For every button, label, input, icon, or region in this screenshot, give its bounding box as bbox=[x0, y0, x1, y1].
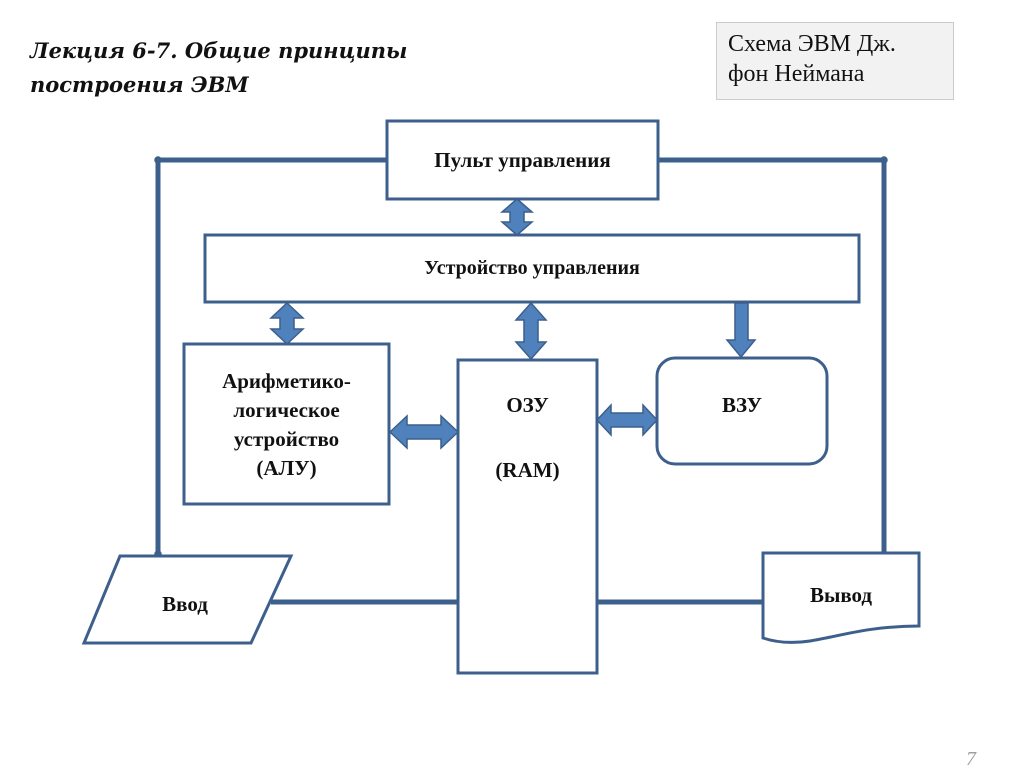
double-arrow-icon bbox=[499, 198, 535, 236]
junction-dot bbox=[154, 156, 162, 164]
external-storage-box bbox=[655, 356, 829, 466]
slide-title-line-2: построения ЭВМ bbox=[30, 72, 249, 97]
slide-title: Лекция 6-7. Общие принципы построения ЭВ… bbox=[30, 34, 450, 102]
control-unit-box bbox=[203, 233, 861, 304]
double-arrow-icon bbox=[595, 403, 659, 437]
control-panel-label: Пульт управления bbox=[434, 147, 611, 172]
output-document-shape bbox=[761, 551, 921, 644]
control-unit-label: Устройство управления bbox=[424, 257, 640, 279]
input-label: Ввод bbox=[162, 591, 208, 616]
caption-line-1: Схема ЭВМ Дж. bbox=[728, 31, 896, 57]
alu-label-line-2: логическое bbox=[233, 398, 340, 422]
down-arrow-icon bbox=[725, 302, 757, 359]
double-arrow-icon bbox=[388, 414, 460, 450]
output-label: Вывод bbox=[809, 582, 873, 607]
external-storage-label: ВЗУ bbox=[722, 392, 762, 417]
alu-label: Арифметико- логическое устройство (АЛУ) bbox=[184, 350, 389, 500]
alu-label-line-1: Арифметико- bbox=[222, 369, 351, 393]
page-number: 7 bbox=[966, 748, 976, 768]
junction-dot bbox=[880, 156, 888, 164]
ram-box bbox=[456, 358, 599, 675]
input-parallelogram bbox=[81, 554, 294, 645]
diagram-caption-box: Схема ЭВМ Дж. фон Неймана bbox=[716, 22, 954, 100]
control-panel-box bbox=[385, 119, 660, 201]
caption-line-2: фон Неймана bbox=[728, 61, 865, 87]
alu-label-line-4: (АЛУ) bbox=[256, 456, 317, 480]
double-arrow-icon bbox=[514, 301, 548, 361]
double-arrow-icon bbox=[269, 301, 305, 346]
ram-label-line-1: ОЗУ bbox=[506, 392, 549, 417]
ram-label-line-2: (RAM) bbox=[495, 457, 560, 482]
alu-label-line-3: устройство bbox=[233, 427, 340, 451]
slide-title-line-1: Лекция 6-7. Общие принципы bbox=[30, 38, 408, 63]
